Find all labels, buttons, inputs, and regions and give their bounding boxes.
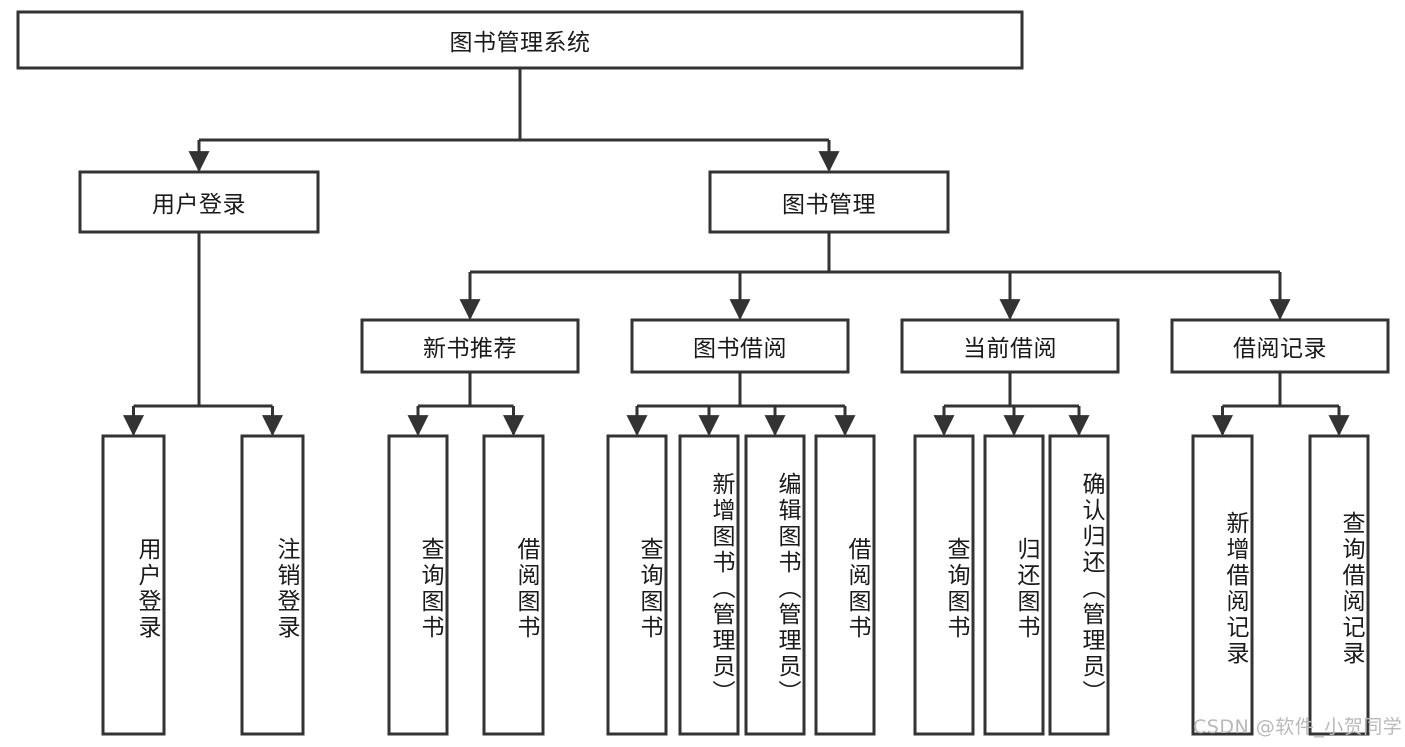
node-box-leaf-edit-book[interactable]	[744, 434, 806, 736]
node-box-book-manage[interactable]	[708, 170, 950, 234]
node-box-leaf-add-book[interactable]	[678, 434, 740, 736]
node-box-borrow-record[interactable]	[1170, 318, 1390, 374]
node-box-leaf-logout[interactable]	[240, 434, 305, 736]
node-box-leaf-add-record[interactable]	[1191, 434, 1254, 736]
connector-lines	[123, 68, 1350, 437]
node-box-leaf-borrow-book-1[interactable]	[482, 434, 545, 736]
node-boxes	[16, 10, 1390, 736]
node-box-leaf-query-book-3[interactable]	[913, 434, 975, 736]
csdn-watermark: CSDN @软件_小贺同学	[1193, 716, 1403, 738]
node-box-user-login[interactable]	[78, 170, 320, 234]
node-box-leaf-query-record[interactable]	[1308, 434, 1370, 736]
node-box-leaf-user-login[interactable]	[101, 434, 166, 736]
node-box-root[interactable]	[16, 10, 1024, 70]
node-box-leaf-return-book[interactable]	[983, 434, 1045, 736]
node-box-book-borrow[interactable]	[630, 318, 850, 374]
node-box-new-book-rec[interactable]	[360, 318, 580, 374]
node-box-current-borrow[interactable]	[900, 318, 1120, 374]
node-box-leaf-query-book-1[interactable]	[387, 434, 449, 736]
node-box-leaf-borrow-book-2[interactable]	[814, 434, 876, 736]
node-box-leaf-confirm-return[interactable]	[1048, 434, 1110, 736]
node-box-leaf-query-book-2[interactable]	[606, 434, 668, 736]
